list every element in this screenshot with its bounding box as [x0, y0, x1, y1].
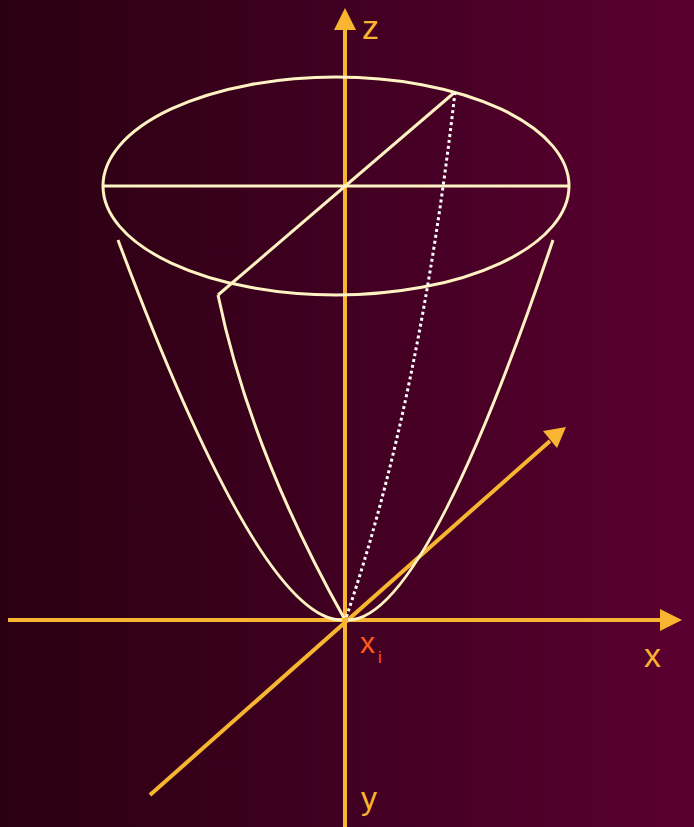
z-axis [343, 30, 347, 827]
top-ellipse [103, 77, 569, 295]
axis-label: x [644, 638, 661, 672]
axis-label: y [361, 782, 377, 814]
paraboloid-side [348, 240, 553, 620]
subscript: i [378, 650, 382, 666]
parabola-section [218, 295, 344, 618]
y-axis [150, 441, 550, 795]
y-arrowhead [543, 427, 566, 448]
point-label: x [360, 628, 375, 658]
dotted-parabola [346, 92, 455, 618]
diameter-line [218, 92, 455, 295]
z-arrowhead [334, 8, 356, 30]
x-arrowhead [660, 609, 682, 631]
axis-label: z [362, 10, 379, 44]
diameter-line [103, 185, 569, 188]
paraboloid-side [118, 240, 342, 620]
